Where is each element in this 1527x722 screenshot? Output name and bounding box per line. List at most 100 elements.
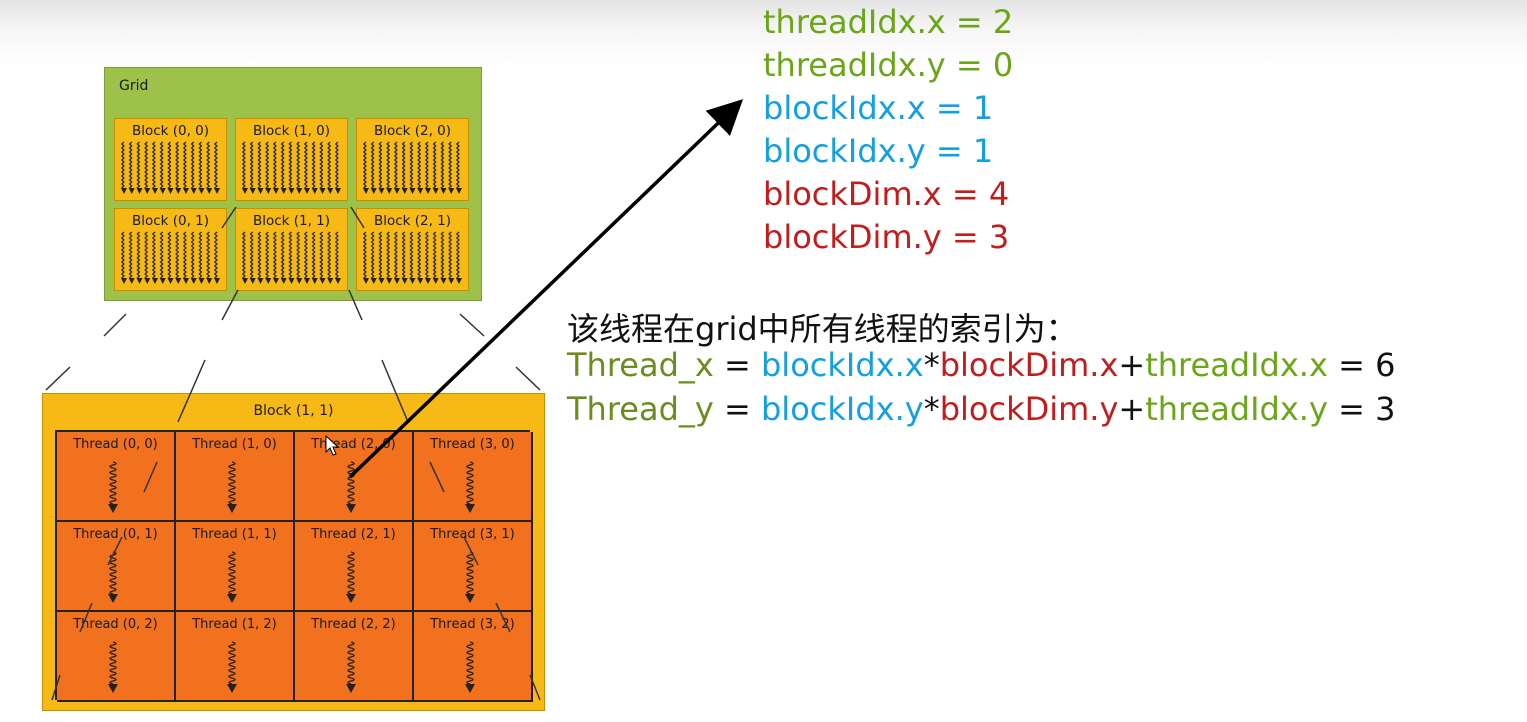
thread-squiggle-line (228, 461, 236, 505)
var-blockdim-y: blockDim.y = 3 (763, 218, 1010, 256)
block-threads-icon (242, 231, 341, 284)
thread-squiggle-arrowhead (227, 504, 237, 513)
thread-arrowhead (288, 278, 295, 284)
block-label: Block (2, 1) (373, 213, 452, 229)
thread-arrowhead (136, 188, 143, 194)
thread-arrowhead (319, 188, 326, 194)
thread-arrowhead (242, 188, 248, 194)
thread-label: Thread (1, 0) (192, 437, 277, 452)
thread-arrowhead (370, 278, 377, 284)
thread-wave (190, 141, 195, 191)
thread-arrowhead (183, 278, 189, 284)
thread-wave (327, 231, 332, 281)
thread-squiggle-icon (465, 461, 475, 513)
thread-wave (257, 231, 262, 281)
thread-arrowhead (159, 278, 166, 284)
block-label: Block (1, 0) (252, 123, 331, 139)
thread-wave (198, 231, 203, 281)
thread-arrowhead (175, 278, 182, 284)
thread-arrowhead (242, 278, 248, 284)
var-blockdim-x: blockDim.x = 4 (763, 175, 1010, 213)
thread-arrowhead (183, 188, 189, 194)
perspective-line (459, 313, 485, 337)
perspective-line (221, 206, 237, 229)
grid-block-0-1: Block (0, 1) (114, 208, 227, 291)
thread-arrowhead (214, 278, 220, 284)
thread-wave (213, 141, 218, 191)
thread-wave (334, 141, 339, 191)
var-threadidx-x: threadIdx.x = 2 (763, 3, 1014, 41)
thread-wave (265, 141, 270, 191)
formula-lhs: Thread_y (567, 390, 714, 428)
thread-wave (257, 141, 262, 191)
thread-wave (296, 231, 301, 281)
thread-wave (213, 231, 218, 281)
perspective-line (463, 536, 479, 566)
thread-arrowhead (249, 278, 256, 284)
formula-lhs: Thread_x (567, 346, 714, 384)
block-threads-icon (121, 141, 220, 194)
thread-wave (386, 141, 391, 191)
zoom-perspective-lines (45, 206, 541, 701)
thread-arrowhead (198, 188, 205, 194)
perspective-line (51, 674, 61, 701)
thread-arrowhead (417, 278, 424, 284)
perspective-line (143, 461, 158, 493)
formula-thread-y: Thread_y = blockIdx.y*blockDim.y+threadI… (567, 390, 1395, 428)
thread-arrowhead (304, 188, 310, 194)
thread-arrowhead (394, 188, 400, 194)
thread-label: Thread (2, 2) (311, 617, 396, 632)
thread-arrowhead (257, 188, 264, 194)
thread-wave (370, 141, 375, 191)
formula-blockdim: blockDim.x (939, 346, 1119, 384)
thread-wave (128, 231, 133, 281)
thread-wave (288, 141, 293, 191)
thread-wave (175, 141, 180, 191)
block-label: Block (0, 0) (131, 123, 210, 139)
formula-blockdim: blockDim.y (939, 390, 1119, 428)
perspective-line (45, 366, 71, 391)
thread-cell-0-2: Thread (0, 2) (57, 612, 176, 702)
thread-arrowhead (440, 278, 447, 284)
thread-label: Thread (3, 1) (430, 527, 515, 542)
thread-wave (280, 141, 285, 191)
thread-wave (378, 231, 383, 281)
thread-wave (144, 141, 149, 191)
thread-squiggle-icon (227, 641, 237, 693)
thread-wave (175, 231, 180, 281)
formula-threadidx: threadIdx.y (1145, 390, 1328, 428)
thread-wave (151, 231, 156, 281)
thread-arrowhead (386, 188, 393, 194)
thread-wave (386, 231, 391, 281)
thread-squiggle-icon (465, 551, 475, 603)
thread-squiggle-line (466, 461, 474, 505)
thread-wave (311, 141, 316, 191)
thread-squiggle-icon (346, 551, 356, 603)
thread-arrowhead (425, 278, 431, 284)
thread-arrowhead (425, 188, 431, 194)
thread-arrowhead (440, 188, 447, 194)
grid-block-2-0: Block (2, 0) (356, 118, 469, 201)
thread-arrowhead (401, 278, 408, 284)
thread-wave (159, 141, 164, 191)
thread-arrowhead (363, 278, 369, 284)
thread-wave (182, 141, 187, 191)
thread-wave (319, 141, 324, 191)
thread-arrowhead (190, 188, 197, 194)
thread-squiggle-line (466, 641, 474, 685)
thread-arrowhead (432, 188, 439, 194)
thread-arrowhead (280, 278, 287, 284)
thread-arrowhead (327, 188, 334, 194)
zoomed-block-title: Block (1, 1) (253, 403, 334, 419)
perspective-line (515, 366, 541, 391)
thread-arrowhead (288, 188, 295, 194)
thread-arrowhead (273, 278, 279, 284)
thread-arrowhead (409, 278, 416, 284)
perspective-line (177, 359, 206, 423)
thread-wave (311, 231, 316, 281)
thread-wave (409, 141, 414, 191)
block-threads-icon (242, 141, 341, 194)
thread-arrowhead (432, 278, 439, 284)
thread-arrowhead (190, 278, 197, 284)
